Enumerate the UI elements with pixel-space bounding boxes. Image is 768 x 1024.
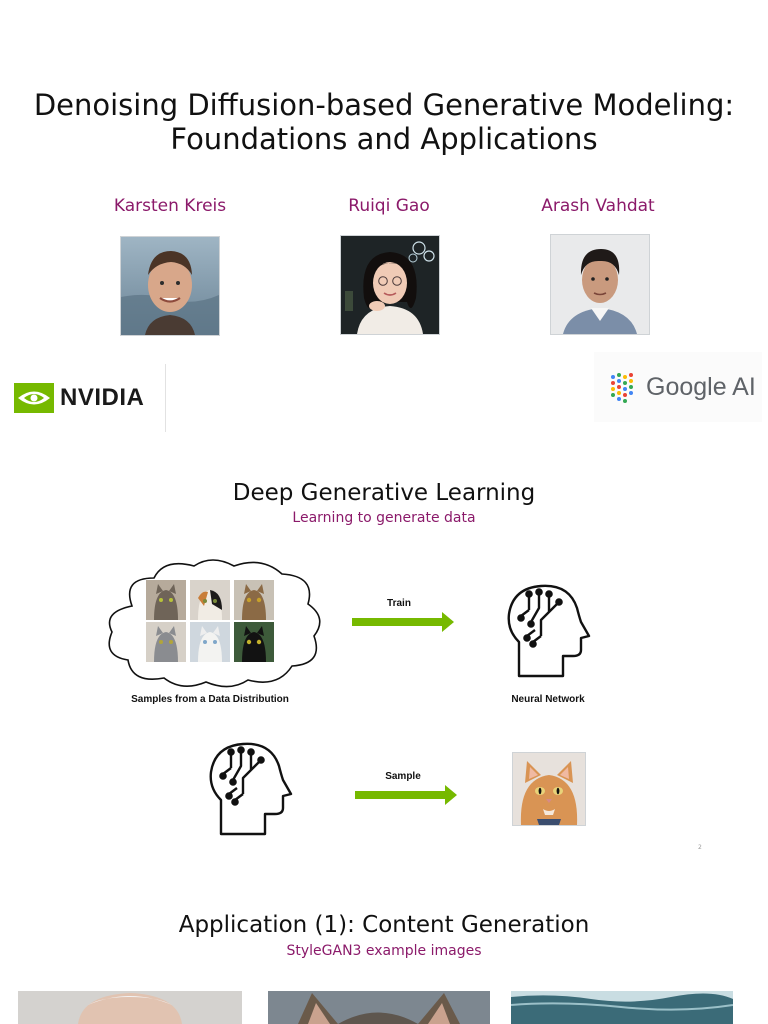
author-photo-1 <box>120 236 220 336</box>
slide1-title-line1: Denoising Diffusion-based Generative Mod… <box>33 88 735 122</box>
train-arrow-icon <box>352 612 456 632</box>
page-number: 2 <box>698 844 702 851</box>
cat-sample-3 <box>234 580 274 620</box>
google-ai-logo: Google AI <box>594 352 762 422</box>
slide3-title: Application (1): Content Generation <box>178 912 590 938</box>
generated-cat-image <box>512 752 586 826</box>
slide3-subtitle: StyleGAN3 example images <box>286 943 482 959</box>
slide2-subtitle: Learning to generate data <box>292 510 476 526</box>
nvidia-wordmark: NVIDIA <box>60 384 145 411</box>
cat-sample-6 <box>234 622 274 662</box>
slide1-title: Denoising Diffusion-based Generative Mod… <box>20 88 748 156</box>
samples-caption: Samples from a Data Distribution <box>131 694 289 705</box>
neural-network-head-icon <box>505 582 595 680</box>
train-label: Train <box>387 598 411 609</box>
author-photo-2 <box>340 235 440 335</box>
sample-arrow-icon <box>355 785 459 805</box>
cat-sample-5 <box>190 622 230 662</box>
nvidia-eye-icon <box>14 383 54 413</box>
cat-sample-2 <box>190 580 230 620</box>
author-photo-3 <box>550 234 650 335</box>
stylegan-image-2 <box>268 991 490 1024</box>
cat-sample-4 <box>146 622 186 662</box>
stylegan-image-3 <box>511 991 733 1024</box>
author-name-3: Arash Vahdat <box>541 196 655 216</box>
google-ai-wordmark: Google AI <box>646 372 756 401</box>
author-name-2: Ruiqi Gao <box>348 196 430 216</box>
cat-sample-1 <box>146 580 186 620</box>
author-name-1: Karsten Kreis <box>113 196 227 216</box>
google-ai-dots-icon <box>611 373 633 403</box>
neural-network-head-icon-2 <box>207 740 297 838</box>
slide2-title: Deep Generative Learning <box>232 480 536 506</box>
nvidia-logo: NVIDIA <box>14 376 164 420</box>
sample-label: Sample <box>385 771 421 782</box>
network-caption: Neural Network <box>511 694 585 705</box>
logo-divider <box>165 364 166 432</box>
stylegan-image-1 <box>18 991 242 1024</box>
slide1-title-line2: Foundations and Applications <box>170 122 598 156</box>
